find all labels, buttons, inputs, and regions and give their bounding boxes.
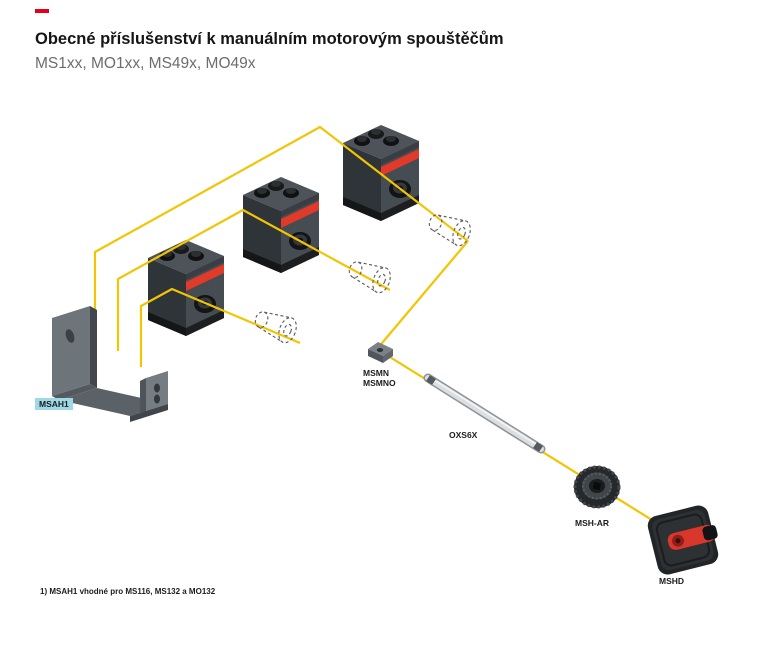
page-title: Obecné příslušenství k manuálním motorov…	[35, 30, 504, 48]
wire-bottom	[139, 287, 301, 367]
label-oxs6x: OXS6X	[449, 430, 478, 440]
label-msmn-group: MSMN MSMNO	[363, 368, 396, 388]
shaft-ghost-2	[344, 255, 395, 296]
wire-accessory-chain	[375, 240, 682, 539]
label-msah1: MSAH1	[35, 398, 73, 410]
wire-middle	[116, 208, 391, 351]
oxs6x-shaft	[423, 373, 546, 454]
msmn-part	[368, 342, 393, 363]
page-subtitle: MS1xx, MO1xx, MS49x, MO49x	[35, 55, 256, 72]
label-msmn: MSMN	[363, 368, 389, 378]
connection-wires	[93, 125, 682, 539]
footnote: 1) MSAH1 vhodné pro MS116, MS132 a MO132	[40, 587, 216, 596]
accent-dash	[35, 9, 49, 13]
label-msh-ar: MSH-AR	[575, 518, 609, 528]
label-msmno: MSMNO	[363, 378, 396, 388]
motor-starter-device-3	[148, 240, 224, 336]
label-mshd: MSHD	[659, 576, 685, 586]
wire-top	[93, 125, 469, 333]
msah1-bracket	[52, 306, 168, 422]
motor-starter-device-2	[243, 177, 319, 273]
msh-ar-adapter	[573, 465, 621, 509]
mshd-handle	[647, 505, 719, 575]
